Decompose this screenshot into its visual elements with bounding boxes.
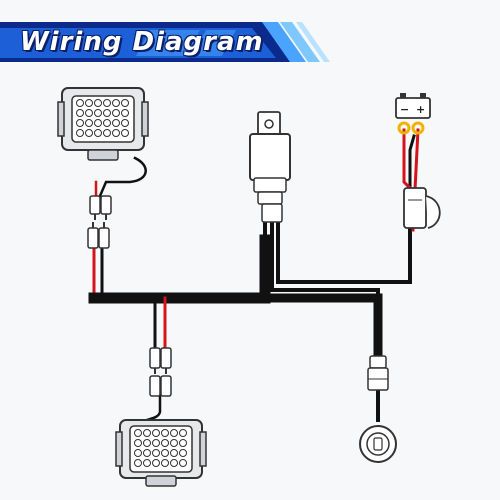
main-harness-trunk bbox=[88, 234, 271, 304]
ring-terminal-positive bbox=[411, 121, 425, 135]
connector-bottom-upper bbox=[149, 347, 172, 374]
top-light-black-lead bbox=[98, 156, 147, 198]
relay-leg-mid bbox=[270, 220, 380, 362]
relay bbox=[249, 111, 291, 223]
connector-top-upper bbox=[89, 195, 112, 220]
led-work-light-bottom bbox=[115, 419, 207, 487]
battery: − + bbox=[395, 93, 431, 135]
diagram-title: Wiring Diagram bbox=[20, 27, 264, 57]
connector-top-lower bbox=[87, 222, 110, 249]
inline-fuse bbox=[403, 187, 441, 229]
title-banner bbox=[0, 22, 330, 62]
ring-terminal-negative bbox=[397, 121, 411, 135]
relay-leg-right bbox=[276, 220, 412, 284]
connector-bottom-lower bbox=[149, 375, 172, 397]
battery-negative-sign: − bbox=[400, 103, 409, 116]
rocker-switch bbox=[359, 355, 397, 463]
led-work-light-top bbox=[57, 87, 149, 161]
switch-cable bbox=[267, 293, 383, 365]
battery-positive-sign: + bbox=[416, 103, 425, 116]
